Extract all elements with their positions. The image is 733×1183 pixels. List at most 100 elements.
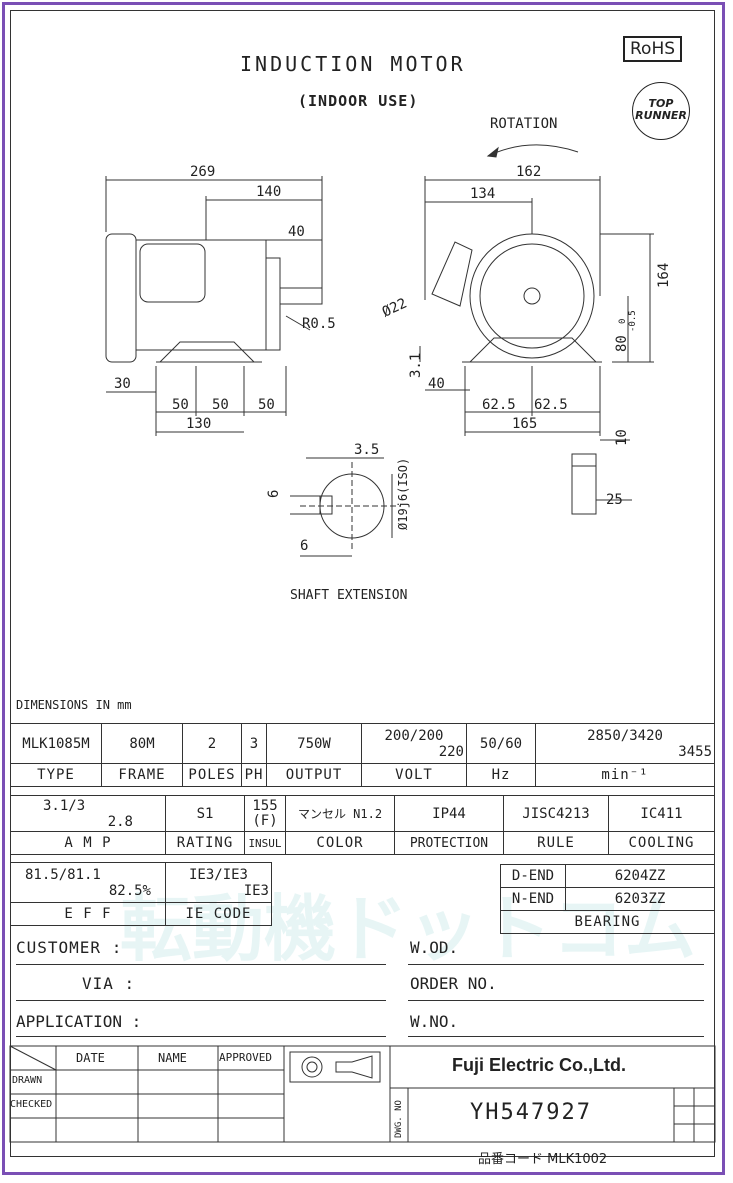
- order-no-line: [408, 1000, 704, 1001]
- dim-50b: 50: [212, 397, 229, 413]
- volt-value-a: 200/200: [384, 727, 444, 744]
- color-value: マンセル N1.2: [285, 795, 395, 832]
- protection-value: IP44: [394, 795, 504, 832]
- dim-164: 164: [656, 262, 672, 288]
- dimensions-note: DIMENSIONS IN mm: [16, 698, 132, 712]
- rpm-label: min⁻¹: [535, 763, 715, 787]
- dim-62-5a: 62.5: [482, 397, 516, 413]
- dwg-no-label: DWG. NO: [394, 1100, 404, 1138]
- ph-value: 3: [241, 723, 267, 764]
- frame-label: FRAME: [101, 763, 183, 787]
- dim-80-tolerance-bottom: -0.5: [628, 310, 638, 332]
- drawing-border: [10, 10, 715, 1157]
- cooling-label: COOLING: [608, 831, 715, 855]
- rotation-arrowhead: [486, 146, 499, 158]
- insul-value: 155 (F): [244, 795, 286, 832]
- shaft-section: [300, 462, 400, 550]
- drawing-number: YH547927: [470, 1100, 592, 1125]
- dim-40-front: 40: [428, 376, 445, 392]
- spec-table-main: MLK1085M 80M 2 3 750W 200/200 220 50/60 …: [10, 723, 715, 787]
- dim-40-shaft: 40: [288, 224, 305, 240]
- name-header: NAME: [158, 1051, 187, 1065]
- dim-80-tolerance-top: 0: [618, 318, 628, 324]
- spec-table-secondary: 3.1/3 2.8 S1 155 (F) マンセル N1.2 IP44 JISC…: [10, 795, 715, 855]
- dim-30: 30: [114, 376, 131, 392]
- application-line: [16, 1036, 386, 1037]
- rpm-value: 2850/3420 3455: [535, 723, 715, 764]
- ie-value: IE3/IE3 IE3: [165, 862, 272, 903]
- dim-130: 130: [186, 416, 212, 432]
- side-view-motor: [105, 233, 323, 363]
- approved-header: APPROVED: [219, 1051, 272, 1064]
- type-label: TYPE: [10, 763, 102, 787]
- rpm-value-a: 2850/3420: [587, 727, 663, 744]
- ph-label: PH: [241, 763, 267, 787]
- volt-label: VOLT: [361, 763, 467, 787]
- dim-134: 134: [470, 186, 496, 202]
- via-line: [16, 1000, 386, 1001]
- color-label: COLOR: [285, 831, 395, 855]
- dim-25: 25: [606, 492, 623, 508]
- rating-value: S1: [165, 795, 245, 832]
- rohs-badge: RoHS: [623, 36, 683, 62]
- eff-value-b: 82.5%: [108, 882, 151, 899]
- dim-269: 269: [190, 164, 216, 180]
- insul-value-b: (F): [252, 812, 278, 829]
- eff-value: 81.5/81.1 82.5%: [10, 862, 166, 903]
- dim-6-bottom: 6: [300, 538, 309, 554]
- customer-label: CUSTOMER :: [16, 938, 123, 957]
- rating-label: RATING: [165, 831, 245, 855]
- dim-140: 140: [256, 184, 282, 200]
- product-code: 品番コード MLK1002: [478, 1152, 608, 1167]
- top-runner-line1: TOP: [648, 97, 674, 110]
- n-end-value: 6203ZZ: [565, 887, 715, 911]
- poles-value: 2: [182, 723, 242, 764]
- checked-label: CHECKED: [10, 1099, 53, 1110]
- dim-80: 80: [614, 335, 630, 352]
- shaft-extension-label: SHAFT EXTENSION: [290, 588, 408, 603]
- d-end-value: 6204ZZ: [565, 864, 715, 888]
- poles-label: POLES: [182, 763, 242, 787]
- wno-line: [408, 1036, 704, 1037]
- output-label: OUTPUT: [266, 763, 362, 787]
- dim-6-key: 6: [266, 489, 282, 498]
- rule-value: JISC4213: [503, 795, 609, 832]
- n-end-label: N-END: [500, 887, 566, 911]
- top-runner-line2: RUNNER: [635, 109, 687, 122]
- amp-label: A M P: [10, 831, 166, 855]
- application-label: APPLICATION :: [16, 1012, 142, 1031]
- dim-62-5b: 62.5: [534, 397, 568, 413]
- output-value: 750W: [266, 723, 362, 764]
- order-no-label: ORDER NO.: [410, 974, 497, 993]
- front-view-motor: [431, 233, 602, 363]
- date-header: DATE: [76, 1051, 105, 1065]
- insul-value-a: 155: [252, 797, 278, 814]
- rotation-arrow: [487, 144, 579, 157]
- ie-code-label: IE CODE: [165, 902, 272, 926]
- rule-label: RULE: [503, 831, 609, 855]
- dim-50a: 50: [172, 397, 189, 413]
- dim-3-5: 3.5: [354, 442, 380, 458]
- company-name: Fuji Electric Co.,Ltd.: [452, 1055, 627, 1075]
- protection-label: PROTECTION: [394, 831, 504, 855]
- dim-3-1: 3.1: [408, 352, 424, 378]
- bearing-table: D-END 6204ZZ N-END 6203ZZ BEARING: [500, 864, 715, 934]
- volt-value-b: 220: [438, 743, 464, 760]
- amp-value-a: 3.1/3: [43, 797, 86, 814]
- dim-50c: 50: [258, 397, 275, 413]
- technical-drawing: [105, 144, 654, 557]
- drawn-label: DRAWN: [12, 1075, 43, 1086]
- efficiency-table: 81.5/81.1 82.5% IE3/IE3 IE3 E F F IE COD…: [10, 862, 272, 926]
- ie-value-a: IE3/IE3: [188, 866, 248, 883]
- dim-shaft-diameter: Ø19j6(ISO): [396, 457, 410, 530]
- page-outer-frame: [2, 2, 725, 1175]
- eff-value-a: 81.5/81.1: [25, 866, 101, 883]
- drawing-subtitle: (INDOOR USE): [298, 92, 419, 110]
- bearing-label: BEARING: [500, 910, 715, 934]
- hz-label: Hz: [466, 763, 536, 787]
- amp-value-b: 2.8: [107, 813, 133, 830]
- frame-value: 80M: [101, 723, 183, 764]
- customer-line: [16, 964, 386, 965]
- rpm-value-b: 3455: [678, 743, 712, 760]
- drawing-title: INDUCTION MOTOR: [240, 52, 466, 76]
